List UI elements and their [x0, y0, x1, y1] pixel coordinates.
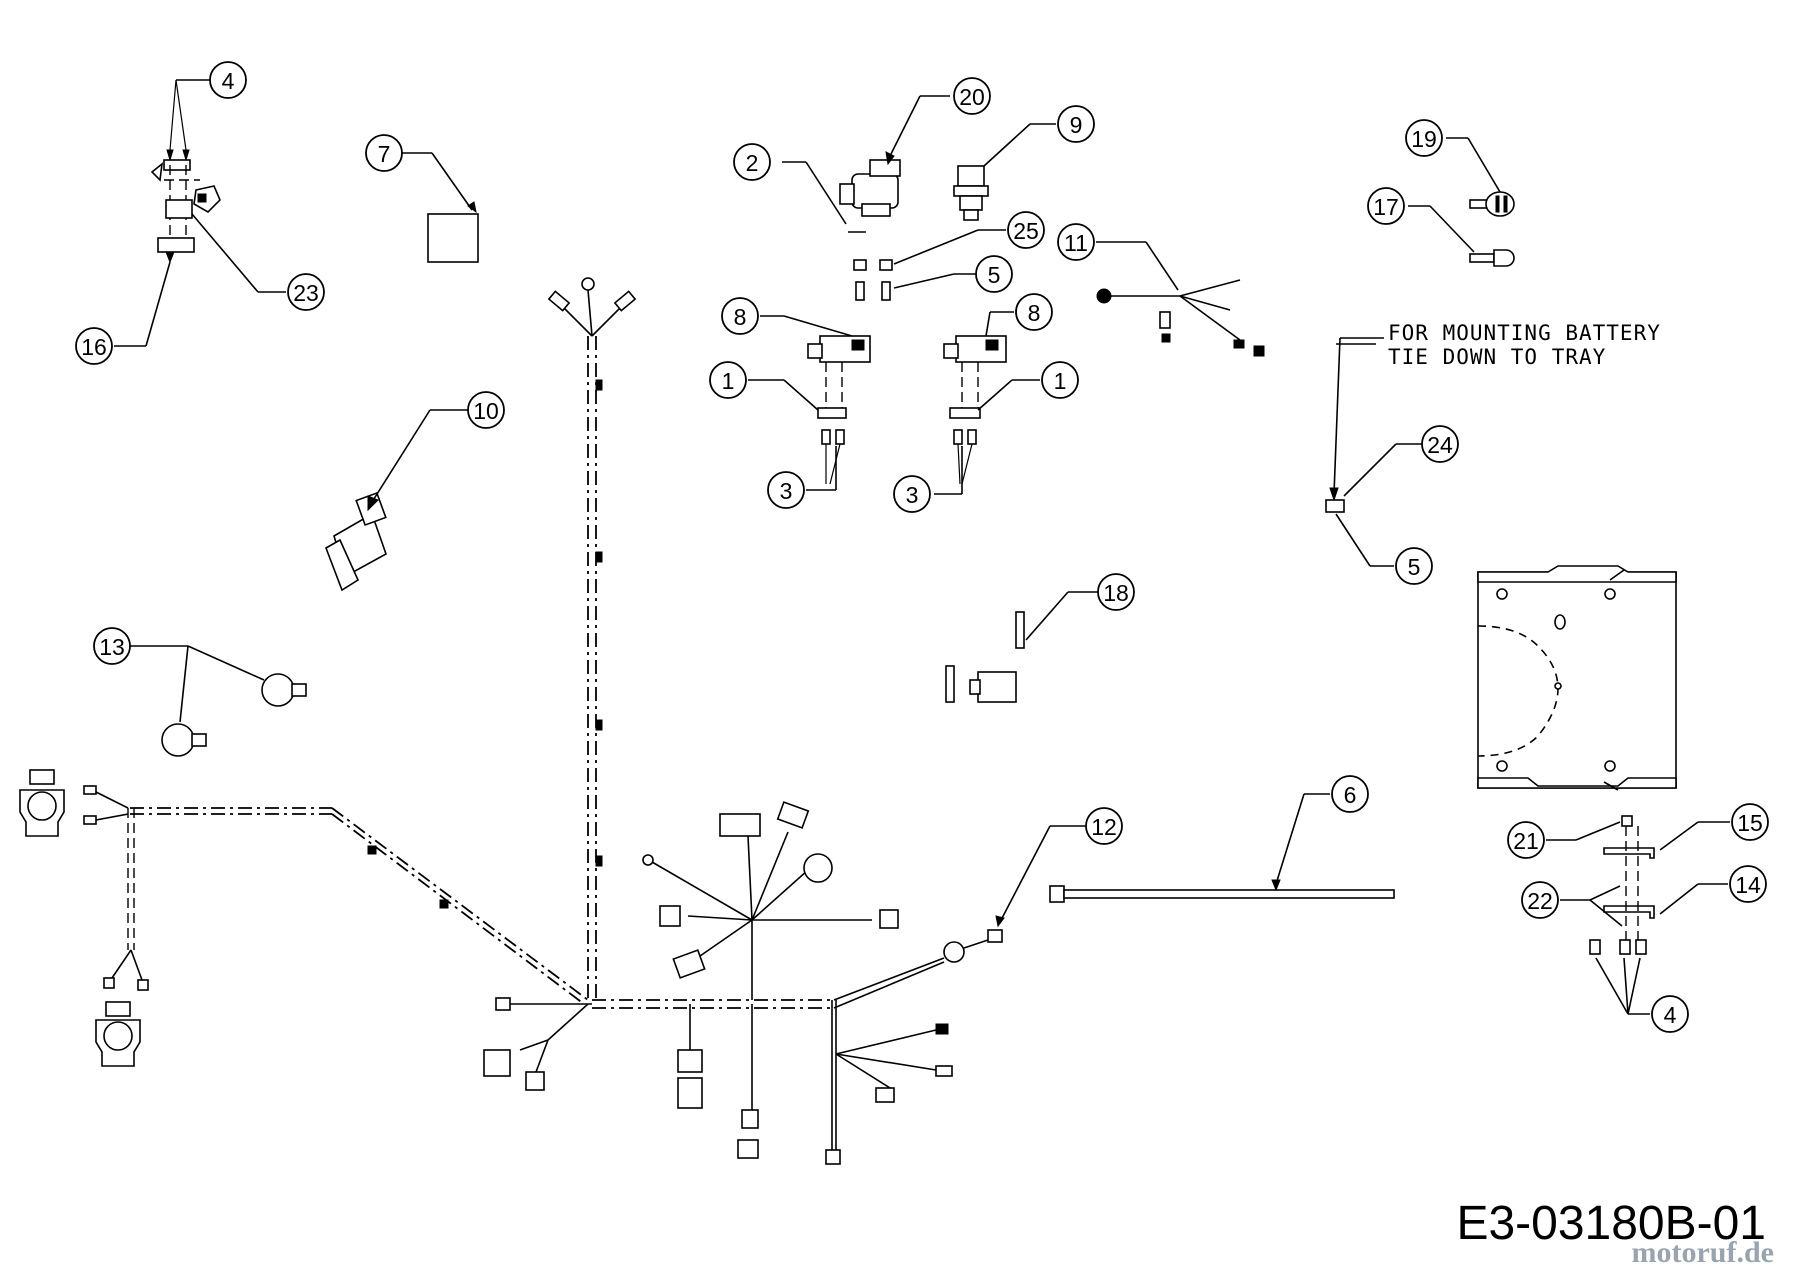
svg-text:5: 5: [1408, 554, 1421, 580]
svg-text:8: 8: [1028, 300, 1041, 326]
svg-text:8: 8: [734, 304, 747, 330]
svg-text:6: 6: [1344, 782, 1357, 808]
callout-25: 25: [1007, 211, 1045, 249]
part-fuse-holder: [945, 591, 1098, 703]
callout-17: 17: [1367, 187, 1405, 225]
callout-19: 19: [1405, 119, 1443, 157]
svg-text:1: 1: [722, 368, 735, 394]
part-battery-tray: [1477, 565, 1677, 791]
svg-text:25: 25: [1013, 218, 1039, 244]
callout-8-right: 8: [1015, 293, 1053, 331]
svg-text:4: 4: [1664, 1002, 1677, 1028]
battery-mounting-note: FOR MOUNTING BATTERY TIE DOWN TO TRAY: [1336, 321, 1661, 369]
part-solenoid: [782, 95, 950, 233]
part-battery-hold-down: [1546, 815, 1730, 1015]
note-line-2: TIE DOWN TO TRAY: [1388, 345, 1606, 369]
svg-text:4: 4: [222, 68, 235, 94]
note-line-1: FOR MOUNTING BATTERY: [1388, 321, 1661, 345]
callout-4-bottom: 4: [1651, 995, 1689, 1033]
callout-2: 2: [733, 143, 771, 181]
part-pressure-switch: [953, 123, 1056, 221]
svg-text:20: 20: [959, 84, 985, 110]
callout-18: 18: [1097, 573, 1135, 611]
main-wiring-harness: [83, 277, 1003, 1165]
svg-text:23: 23: [293, 280, 319, 306]
callout-11: 11: [1057, 223, 1095, 261]
svg-text:17: 17: [1373, 194, 1399, 220]
callout-22: 22: [1521, 881, 1559, 919]
callout-5-top: 5: [975, 255, 1013, 293]
svg-text:22: 22: [1527, 888, 1553, 914]
callout-9: 9: [1057, 105, 1095, 143]
part-bulbs: [130, 645, 307, 757]
part-fasteners: [853, 229, 1006, 301]
watermark: motoruf.de: [1631, 1236, 1774, 1269]
part-relay-left: [748, 315, 871, 491]
callout-23: 23: [287, 273, 325, 311]
svg-text:11: 11: [1064, 230, 1088, 256]
callout-15: 15: [1731, 803, 1769, 841]
drawing-number: E3-03180B-01: [1456, 1197, 1766, 1250]
callout-21: 21: [1507, 821, 1545, 859]
callout-1-right: 1: [1041, 361, 1079, 399]
callout-8-left: 8: [721, 297, 759, 335]
svg-text:18: 18: [1103, 580, 1129, 606]
svg-text:10: 10: [473, 398, 499, 424]
part-sub-harness: [1096, 241, 1265, 357]
callout-1-left: 1: [709, 361, 747, 399]
callout-12: 12: [1085, 807, 1123, 845]
callout-4-top: 4: [209, 61, 247, 99]
svg-text:16: 16: [81, 334, 107, 360]
svg-text:3: 3: [780, 478, 793, 504]
svg-text:5: 5: [988, 262, 1001, 288]
part-battery-tie-fastener: [1325, 337, 1422, 567]
callout-24: 24: [1421, 425, 1459, 463]
svg-text:1: 1: [1054, 368, 1067, 394]
svg-text:19: 19: [1411, 126, 1437, 152]
part-relay-right: [934, 311, 1040, 495]
part-headlight-housings: [19, 769, 141, 1067]
callout-7: 7: [365, 134, 403, 172]
svg-text:3: 3: [906, 482, 919, 508]
part-ignition-keys: [1408, 137, 1515, 267]
callout-6: 6: [1331, 775, 1369, 813]
svg-text:12: 12: [1091, 814, 1117, 840]
svg-text:9: 9: [1070, 112, 1083, 138]
callout-10: 10: [467, 391, 505, 429]
part-headlight-switch-assembly: [114, 79, 286, 347]
callout-13: 13: [93, 627, 131, 665]
callout-14: 14: [1729, 865, 1767, 903]
svg-text:13: 13: [99, 634, 125, 660]
svg-text:21: 21: [1513, 828, 1539, 854]
callout-16: 16: [75, 327, 113, 365]
svg-text:24: 24: [1427, 432, 1453, 458]
part-cable-tie: [995, 793, 1395, 928]
callout-3-right: 3: [893, 475, 931, 513]
svg-text:7: 7: [378, 141, 391, 167]
part-pto-switch: [325, 409, 468, 592]
svg-text:15: 15: [1737, 810, 1763, 836]
callout-3-left: 3: [767, 471, 805, 509]
svg-text:2: 2: [746, 150, 759, 176]
svg-text:14: 14: [1735, 872, 1761, 898]
part-decal: [402, 152, 479, 263]
callout-5-right: 5: [1395, 547, 1433, 585]
callout-20: 20: [953, 77, 991, 115]
